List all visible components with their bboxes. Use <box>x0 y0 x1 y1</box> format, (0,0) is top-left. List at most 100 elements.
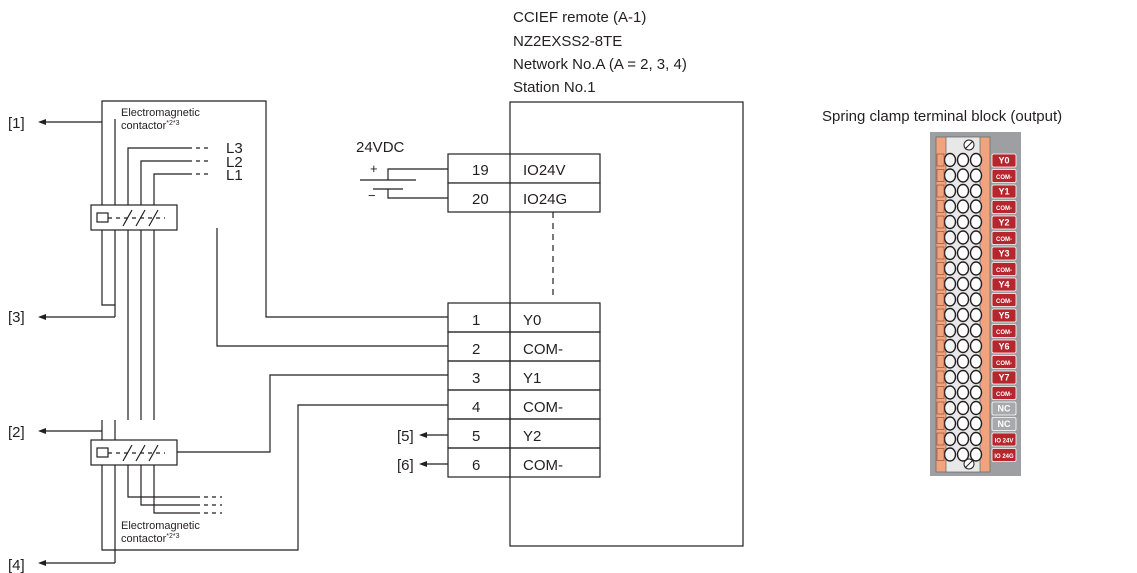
clamp-hole-icon <box>956 431 970 447</box>
release-lever <box>936 370 945 384</box>
clamp-hole-icon <box>956 369 970 385</box>
terminal-tag <box>991 246 1017 261</box>
terminal-tag <box>991 417 1017 431</box>
clamp-hole-icon <box>943 292 957 307</box>
power-terminal-20 <box>447 182 601 213</box>
arrow-head-icon <box>419 461 427 467</box>
contactor-2-label-line1: Electromagnetic <box>121 520 200 532</box>
clamp-hole-icon <box>943 354 957 369</box>
terminal-tag-label: Y2 <box>998 218 1009 228</box>
terminal-tag <box>991 324 1017 338</box>
power-minus-sign: − <box>368 188 376 203</box>
power-terminal-group: 19 IO24V 20 IO24G <box>447 153 601 213</box>
terminal-tag-label: IO 24G <box>994 454 1014 460</box>
terminal-tag-label: COM- <box>996 330 1012 336</box>
terminal-signal-1: Y0 <box>523 312 541 329</box>
terminal-tag <box>991 432 1017 447</box>
release-lever <box>936 246 945 260</box>
terminal-tag-label: Y6 <box>998 342 1009 352</box>
release-lever <box>936 339 945 353</box>
clamp-hole-icon <box>969 323 983 338</box>
terminal-pin-4: 4 <box>472 399 480 416</box>
clamp-hole-icon <box>943 168 957 183</box>
module-header-line-3: Network No.A (A = 2, 3, 4) <box>513 56 687 73</box>
terminal-tag <box>991 370 1017 385</box>
clamp-hole-icon <box>956 214 970 230</box>
clamp-hole-icon <box>969 338 983 354</box>
clamp-hole-icon <box>956 168 970 183</box>
clamp-hole-icon <box>943 416 957 431</box>
clamp-hole-icon <box>969 447 983 462</box>
clamp-hole-icon <box>956 400 970 416</box>
terminal-tag <box>991 339 1017 354</box>
ref-6: [6] <box>397 457 414 474</box>
terminal-tag <box>991 153 1017 168</box>
clamp-hole-icon <box>956 338 970 354</box>
terminal-tag <box>991 308 1017 323</box>
terminal-tag <box>991 215 1017 230</box>
release-lever <box>936 215 945 229</box>
release-lever <box>936 262 945 275</box>
ref-1: [1] <box>8 115 25 132</box>
contactor-2-label-note: *2*3 <box>166 533 179 540</box>
module-header-line-1: CCIEF remote (A-1) <box>513 9 646 26</box>
clamp-hole-icon <box>956 245 970 261</box>
module-header-line-4: Station No.1 <box>513 79 596 96</box>
terminal-tag <box>991 200 1017 214</box>
clamp-hole-icon <box>969 354 983 369</box>
release-lever <box>936 308 945 322</box>
clamp-hole-icon <box>956 230 970 245</box>
terminal-tag-label: IO 24V <box>995 439 1014 445</box>
clamp-hole-icon <box>956 183 970 199</box>
terminal-signal-6: COM- <box>523 457 563 474</box>
clamp-hole-icon <box>943 307 957 323</box>
release-lever <box>936 153 945 167</box>
clamp-hole-icon <box>956 307 970 323</box>
clamp-hole-icon <box>956 385 970 400</box>
clamp-hole-icon <box>956 261 970 276</box>
terminal-tag-label: Y0 <box>998 156 1009 166</box>
clamp-hole-icon <box>969 183 983 199</box>
terminal-block-illustration: Y0COM-Y1COM-Y2COM-Y3COM-Y4COM-Y5COM-Y6CO… <box>930 132 1021 476</box>
clamp-hole-icon <box>943 230 957 245</box>
ref-3: [3] <box>8 309 25 326</box>
contactor-1-label-line2: contactor <box>121 120 167 132</box>
terminal-tag <box>991 184 1017 199</box>
release-lever <box>936 200 945 213</box>
terminal-box-6 <box>447 447 601 478</box>
arrow-head-icon <box>419 432 427 438</box>
arrow-head-icon <box>38 119 46 125</box>
terminal-tag-label: NC <box>998 404 1011 414</box>
clamp-hole-icon <box>969 292 983 307</box>
clamp-hole-icon <box>969 199 983 214</box>
terminal-tag-label: COM- <box>996 175 1012 181</box>
terminal-pin-1: 1 <box>472 312 480 329</box>
power-label: 24VDC <box>356 139 405 156</box>
power-terminal-19 <box>447 153 601 184</box>
terminal-tag-label: Y7 <box>998 373 1009 383</box>
clamp-hole-icon <box>969 276 983 292</box>
clamp-hole-icon <box>956 416 970 431</box>
phase-l3: L3 <box>226 140 243 157</box>
release-lever <box>936 355 945 368</box>
terminal-signal-2: COM- <box>523 341 563 358</box>
clamp-hole-icon <box>943 369 957 385</box>
contactor-1-coil <box>96 212 109 223</box>
terminal-tag-label: Y4 <box>998 280 1009 290</box>
clamp-hole-icon <box>943 385 957 400</box>
terminal-tag-label: Y3 <box>998 249 1009 259</box>
terminal-tag-label: COM- <box>996 206 1012 212</box>
module-header: CCIEF remote (A-1) NZ2EXSS2-8TE Network … <box>513 9 687 96</box>
svg-text:contactor*2*3: contactor*2*3 <box>121 120 180 132</box>
terminal-tag-label: Y1 <box>998 187 1009 197</box>
terminal-signal-3: Y1 <box>523 370 541 387</box>
phase-labels: L3 L2 L1 <box>226 140 243 184</box>
clamp-hole-icon <box>956 354 970 369</box>
clamp-hole-icon <box>956 323 970 338</box>
terminal-tag-label: Y5 <box>998 311 1009 321</box>
terminal-pin-3: 3 <box>472 370 480 387</box>
ref-2: [2] <box>8 424 25 441</box>
svg-text:contactor*2*3: contactor*2*3 <box>121 533 180 545</box>
clamp-hole-icon <box>943 261 957 276</box>
release-lever <box>936 277 945 291</box>
